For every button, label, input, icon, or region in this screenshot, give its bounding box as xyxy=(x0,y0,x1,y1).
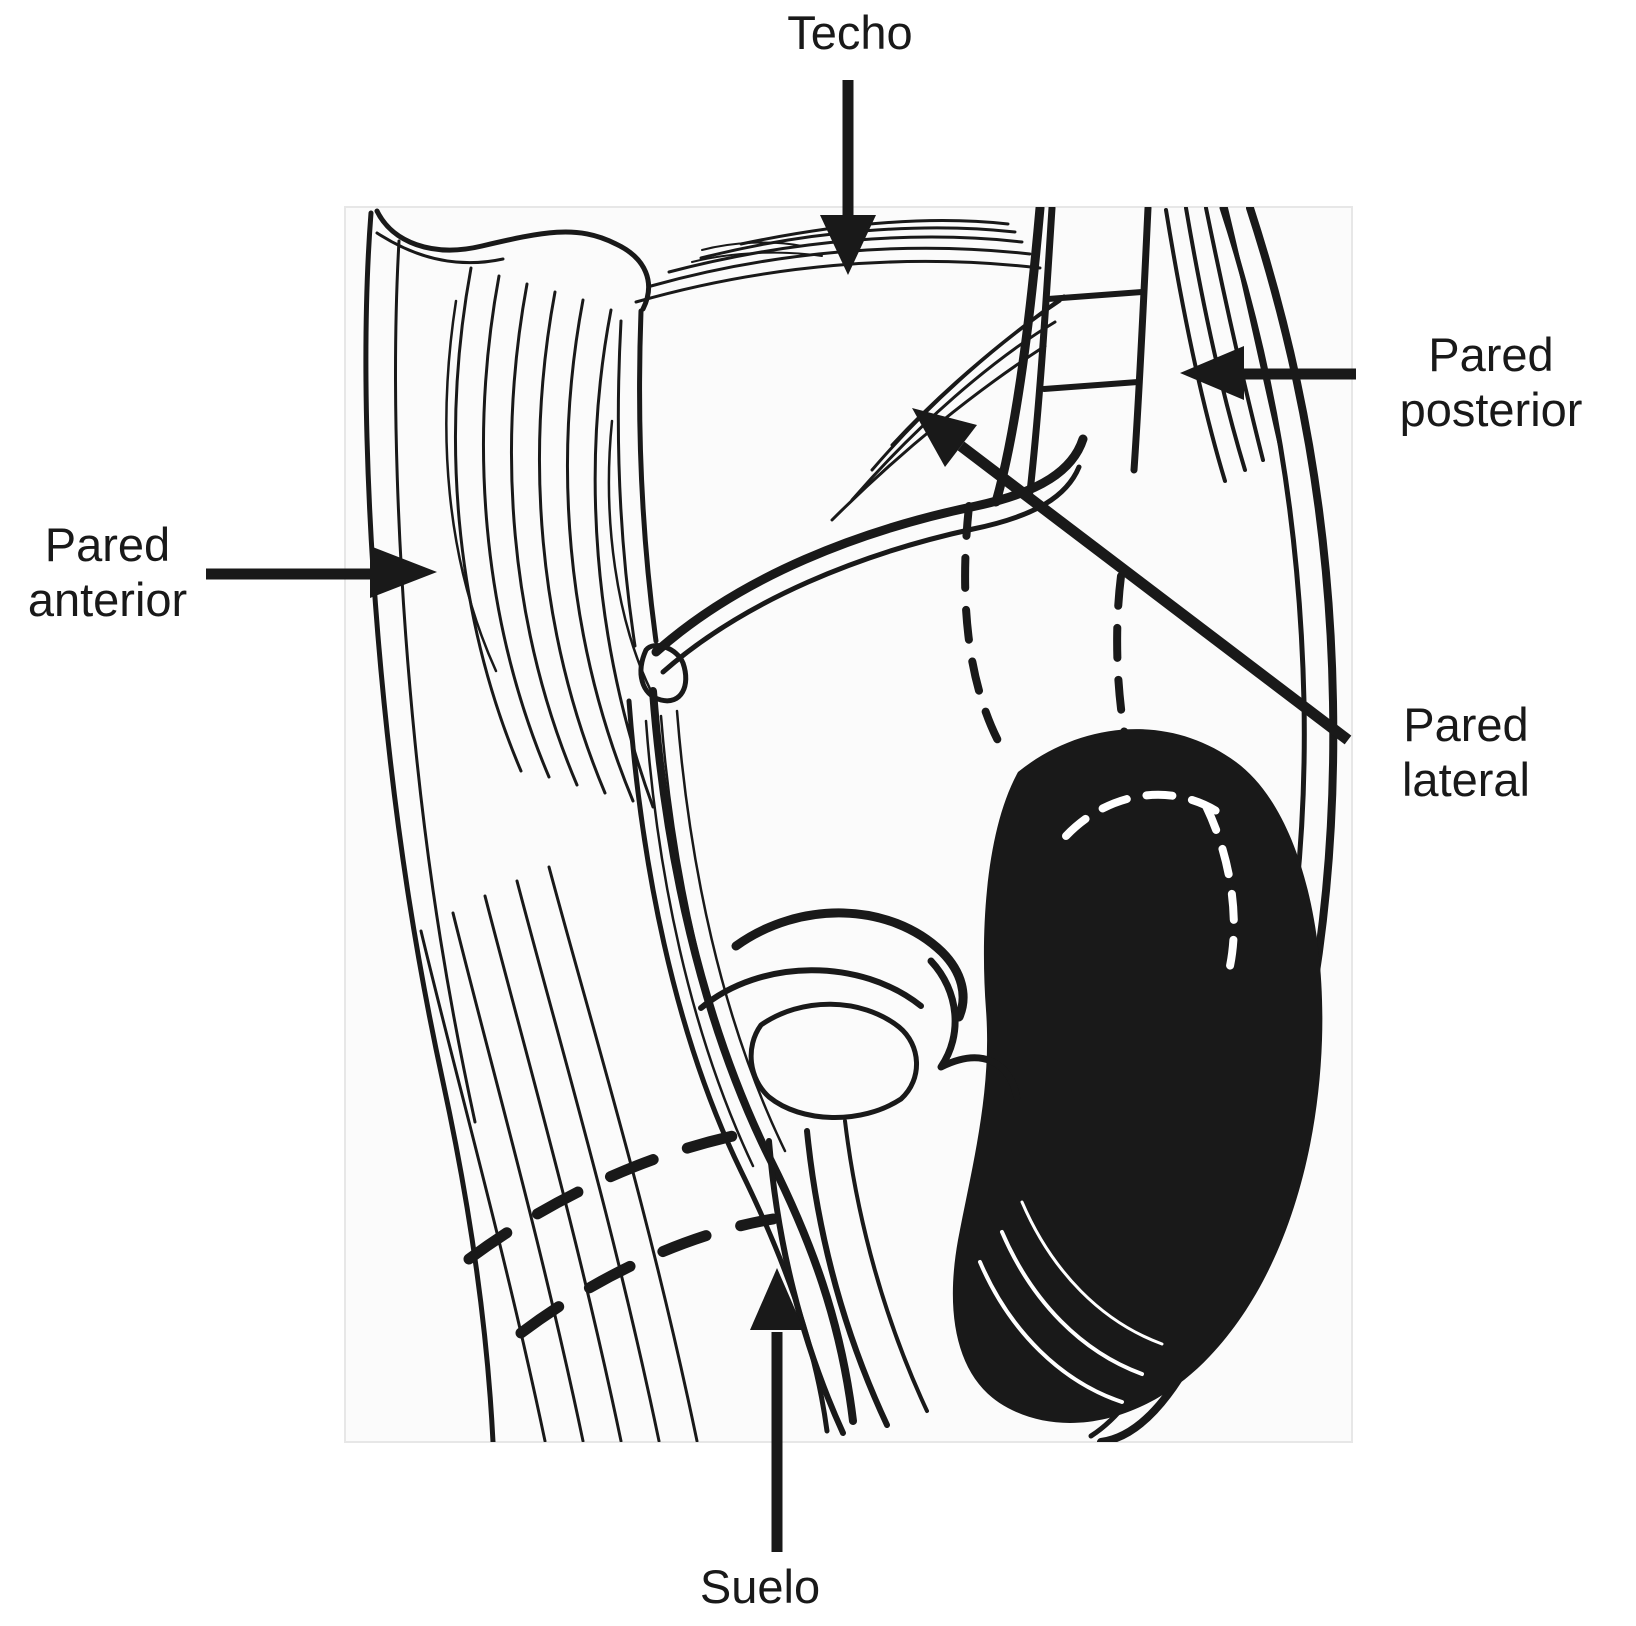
pared-anterior-arrow xyxy=(206,546,437,598)
sketch-inguinal-ligament xyxy=(638,434,1088,704)
suelo-arrow xyxy=(750,1268,804,1552)
pared-lateral-arrow xyxy=(912,408,1352,745)
label-techo: Techo xyxy=(787,6,913,59)
label-suelo: Suelo xyxy=(699,1560,821,1613)
sketch-thigh-fibres xyxy=(419,865,699,1442)
techo-arrow xyxy=(820,80,876,275)
sketch-sagittal-section xyxy=(363,207,1338,1442)
label-pared-posterior: Pared posterior xyxy=(1399,328,1583,436)
pared-posterior-arrow xyxy=(1180,346,1356,400)
sketch-anterior-wall-fibres xyxy=(445,266,655,809)
sketch-central-viscera xyxy=(698,908,1021,1436)
annotation-arrows xyxy=(206,80,1356,1552)
label-pared-anterior: Pared anterior xyxy=(27,518,188,626)
sketch-dark-pelvic-mass xyxy=(952,729,1323,1424)
label-pared-lateral: Pared lateral xyxy=(1401,698,1530,806)
